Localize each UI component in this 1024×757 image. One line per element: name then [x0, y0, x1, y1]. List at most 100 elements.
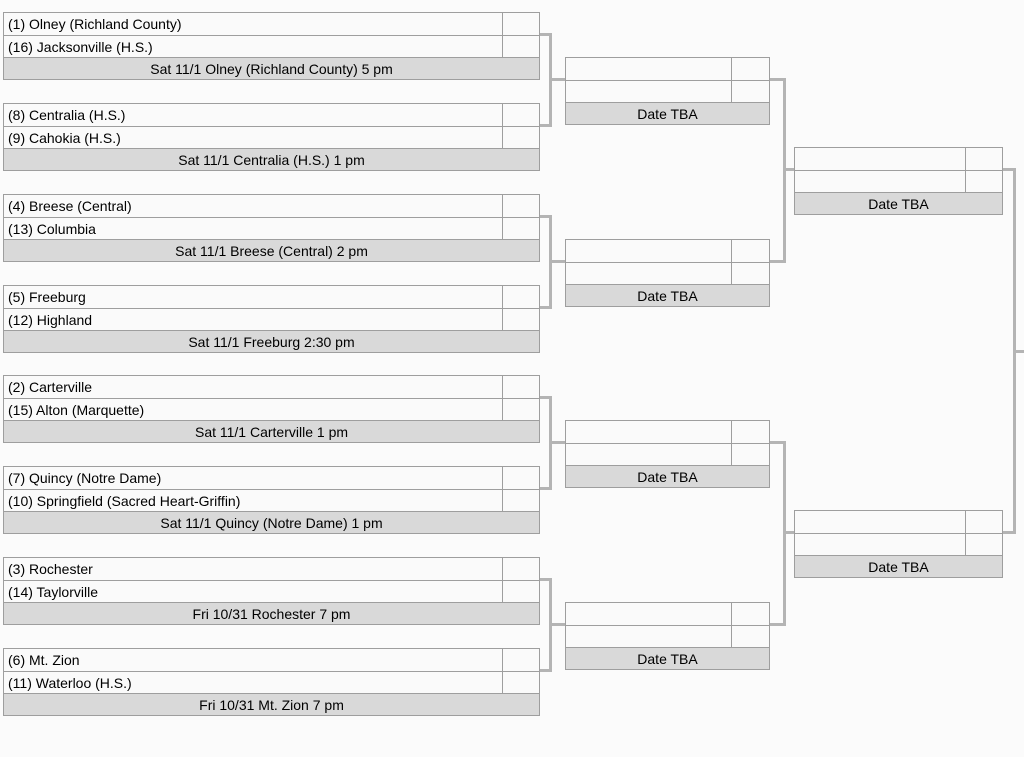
score-cell [502, 218, 539, 239]
score-cell [502, 195, 539, 217]
team-name: (14) Taylorville [8, 583, 98, 600]
round1-match-5: (2) Carterville (15) Alton (Marquette) S… [3, 375, 540, 443]
team-name: (16) Jacksonville (H.S.) [8, 38, 153, 55]
score-cell [502, 581, 539, 602]
team-name: (5) Freeburg [8, 289, 86, 305]
team-row: (10) Springfield (Sacred Heart-Griffin) [4, 489, 539, 511]
score-cell [502, 558, 539, 580]
score-cell [965, 171, 1002, 192]
team-row: (3) Rochester [4, 558, 539, 580]
round1-match-4: (5) Freeburg (12) Highland Sat 11/1 Free… [3, 285, 540, 353]
round1-match-7: (3) Rochester (14) Taylorville Fri 10/31… [3, 557, 540, 625]
team-row: (13) Columbia [4, 217, 539, 239]
game-info-bar: Date TBA [566, 647, 769, 669]
score-cell [731, 626, 769, 647]
team-name: (15) Alton (Marquette) [8, 401, 145, 418]
team-name: (1) Olney (Richland County) [8, 16, 182, 32]
connector-line [540, 124, 552, 127]
team-row: (9) Cahokia (H.S.) [4, 126, 539, 148]
connector-line [540, 487, 552, 490]
team-row [566, 443, 769, 465]
team-row: (6) Mt. Zion [4, 649, 539, 671]
connector-line [540, 33, 552, 36]
score-cell [731, 81, 769, 102]
team-name: (12) Highland [8, 311, 93, 328]
score-cell [502, 376, 539, 398]
score-cell [502, 309, 539, 330]
team-row: (14) Taylorville [4, 580, 539, 602]
score-cell [502, 399, 539, 420]
score-cell [502, 127, 539, 148]
connector-line [783, 531, 794, 534]
game-info-bar: Fri 10/31 Rochester 7 pm [4, 602, 539, 624]
score-cell [502, 36, 539, 57]
team-row: (15) Alton (Marquette) [4, 398, 539, 420]
round1-match-6: (7) Quincy (Notre Dame) (10) Springfield… [3, 466, 540, 534]
team-row [566, 240, 769, 262]
score-cell [502, 490, 539, 511]
connector-line [549, 623, 565, 626]
score-cell [502, 649, 539, 671]
connector-line [549, 78, 565, 81]
score-cell [731, 58, 769, 80]
game-info-bar: Sat 11/1 Carterville 1 pm [4, 420, 539, 442]
team-name: (6) Mt. Zion [8, 652, 80, 668]
team-name: (10) Springfield (Sacred Heart-Griffin) [8, 492, 241, 509]
connector-line [1003, 168, 1016, 171]
connector-line [540, 578, 552, 581]
team-row [795, 170, 1002, 192]
connector-line [549, 441, 565, 444]
connector-line [783, 168, 794, 171]
game-info-bar: Date TBA [795, 192, 1002, 214]
connector-line [540, 396, 552, 399]
connector-line [770, 260, 786, 263]
team-row [795, 511, 1002, 533]
connector-line [549, 260, 565, 263]
game-info-bar: Sat 11/1 Breese (Central) 2 pm [4, 239, 539, 261]
round2-match-1: Date TBA [565, 57, 770, 125]
connector-line [540, 215, 552, 218]
team-name: (2) Carterville [8, 379, 93, 395]
game-info-bar: Date TBA [795, 555, 1002, 577]
game-info-bar: Date TBA [566, 284, 769, 306]
score-cell [965, 511, 1002, 533]
team-row: (2) Carterville [4, 376, 539, 398]
team-row [566, 262, 769, 284]
team-name: (7) Quincy (Notre Dame) [8, 470, 162, 486]
round1-match-2: (8) Centralia (H.S.) (9) Cahokia (H.S.) … [3, 103, 540, 171]
semifinal-match-1: Date TBA [794, 147, 1003, 215]
score-cell [502, 13, 539, 35]
team-row: (4) Breese (Central) [4, 195, 539, 217]
team-row [566, 625, 769, 647]
team-row [566, 80, 769, 102]
score-cell [965, 148, 1002, 170]
game-info-bar: Sat 11/1 Freeburg 2:30 pm [4, 330, 539, 352]
team-row: (12) Highland [4, 308, 539, 330]
game-info-bar: Date TBA [566, 102, 769, 124]
connector-line [540, 669, 552, 672]
score-cell [502, 104, 539, 126]
team-name: (13) Columbia [8, 220, 96, 237]
game-info-bar: Sat 11/1 Olney (Richland County) 5 pm [4, 57, 539, 79]
score-cell [731, 421, 769, 443]
score-cell [502, 672, 539, 693]
team-row: (5) Freeburg [4, 286, 539, 308]
team-row [566, 58, 769, 80]
score-cell [502, 286, 539, 308]
connector-line [1003, 531, 1016, 534]
team-row: (7) Quincy (Notre Dame) [4, 467, 539, 489]
game-info-bar: Fri 10/31 Mt. Zion 7 pm [4, 693, 539, 715]
score-cell [731, 603, 769, 625]
team-row: (16) Jacksonville (H.S.) [4, 35, 539, 57]
connector-line [770, 623, 786, 626]
score-cell [502, 467, 539, 489]
team-row [566, 603, 769, 625]
score-cell [731, 263, 769, 284]
team-name: (9) Cahokia (H.S.) [8, 129, 121, 146]
team-row: (1) Olney (Richland County) [4, 13, 539, 35]
round1-match-3: (4) Breese (Central) (13) Columbia Sat 1… [3, 194, 540, 262]
score-cell [731, 444, 769, 465]
team-name: (8) Centralia (H.S.) [8, 107, 126, 123]
semifinal-match-2: Date TBA [794, 510, 1003, 578]
